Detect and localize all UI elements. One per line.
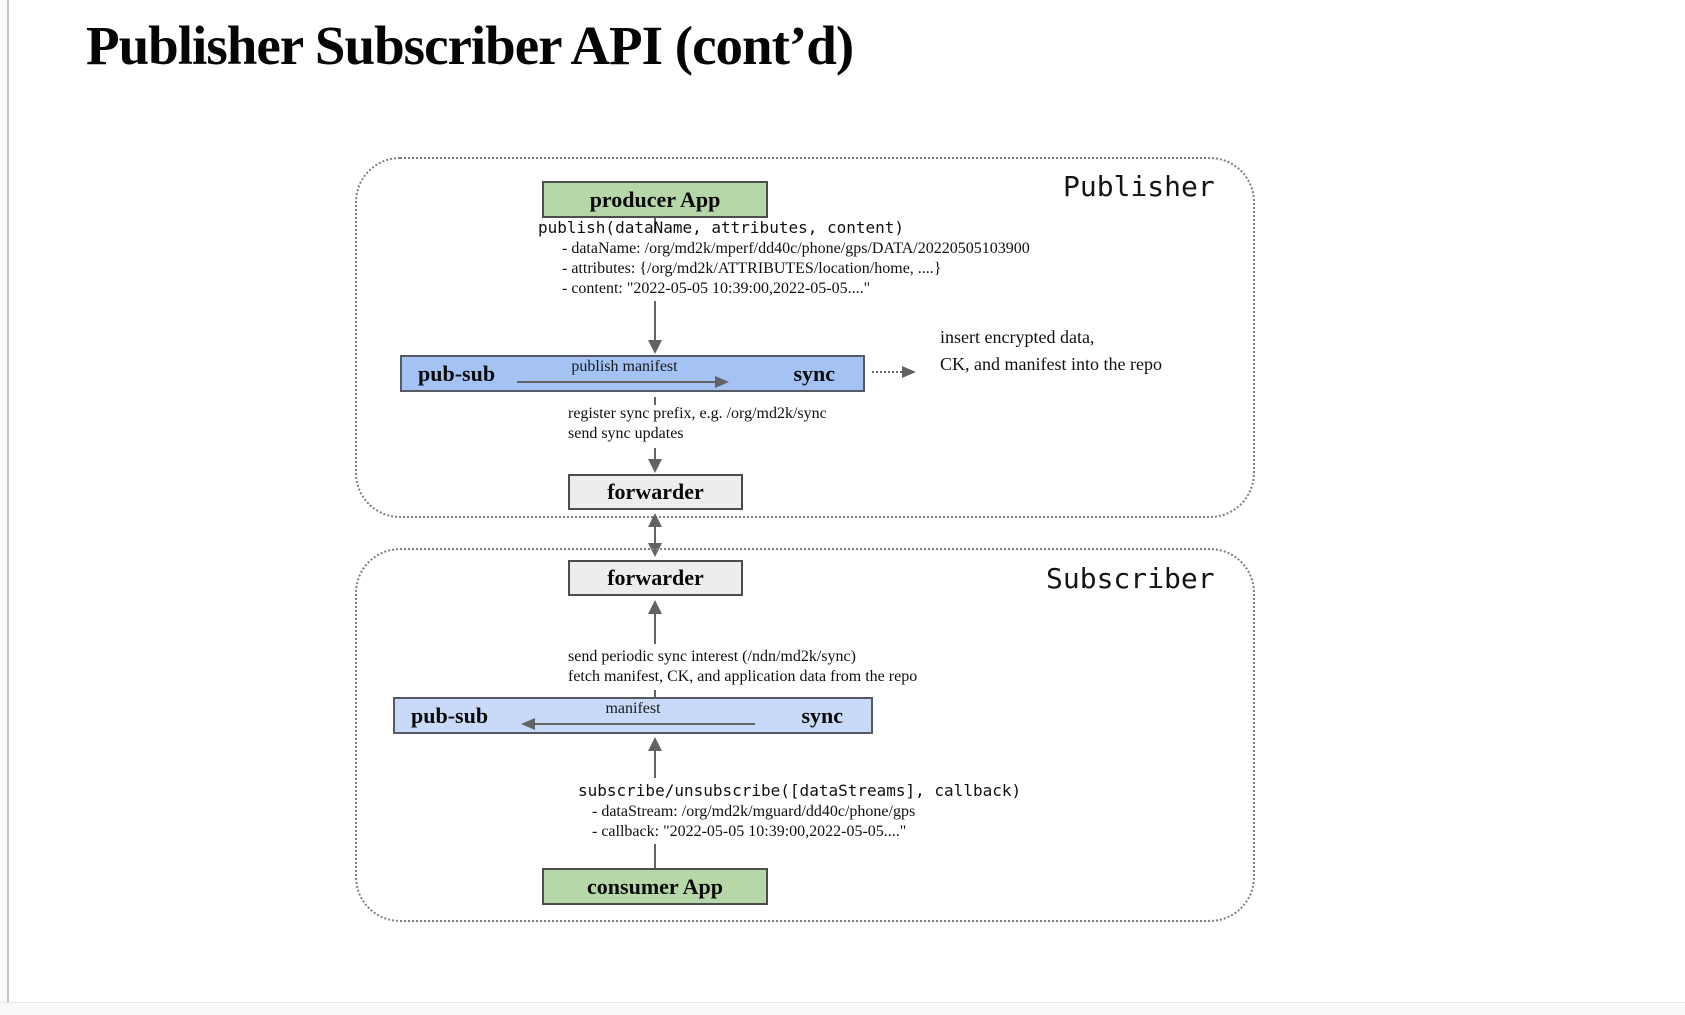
repo-note-line2: CK, and manifest into the repo <box>940 354 1162 374</box>
horizontal-scrollbar-track[interactable] <box>0 1002 1685 1015</box>
arrow-right-icon <box>902 366 916 378</box>
publish-call-text: publish(dataName, attributes, content) <box>538 218 905 237</box>
arrow-up-icon <box>648 600 662 614</box>
manifest-label: manifest <box>605 700 661 717</box>
connector-line <box>654 448 656 460</box>
subscribe-call-text: subscribe/unsubscribe([dataStreams], cal… <box>578 781 1022 800</box>
producer-app-node: producer App <box>542 181 768 218</box>
publisher-group-label: Publisher <box>1063 170 1215 203</box>
connector-line <box>654 397 656 405</box>
subscribe-arg-datastream: - dataStream: /org/md2k/mguard/dd40c/pho… <box>592 803 916 820</box>
arrow-left-icon <box>521 718 535 730</box>
consumer-app-node: consumer App <box>542 868 768 905</box>
connector-line <box>654 690 656 697</box>
arrow-down-icon <box>648 459 662 473</box>
connector-line <box>654 301 656 341</box>
arrow-down-icon <box>648 543 662 557</box>
page-title: Publisher Subscriber API (cont’d) <box>86 15 854 76</box>
publisher-group-box <box>355 157 1255 518</box>
sync-label: sync <box>801 703 843 728</box>
dotted-connector <box>872 371 902 373</box>
repo-note-line1: insert encrypted data, <box>940 327 1095 347</box>
pubsub-label: pub-sub <box>411 703 489 728</box>
publish-manifest-label: publish manifest <box>571 358 678 375</box>
page-left-border <box>7 0 9 1002</box>
connector-line <box>654 750 656 778</box>
subscriber-group-box <box>355 548 1255 922</box>
publish-arg-dataname: - dataName: /org/md2k/mperf/dd40c/phone/… <box>562 240 1030 257</box>
publish-arg-content: - content: "2022-05-05 10:39:00,2022-05-… <box>562 280 871 297</box>
sync-interest-text: send periodic sync interest (/ndn/md2k/s… <box>568 648 856 665</box>
send-sync-updates-text: send sync updates <box>568 425 684 442</box>
sync-label: sync <box>793 361 835 386</box>
publisher-forwarder-node: forwarder <box>568 474 743 510</box>
arrow-down-icon <box>648 340 662 354</box>
subscribe-arg-callback: - callback: "2022-05-05 10:39:00,2022-05… <box>592 823 907 840</box>
fetch-manifest-text: fetch manifest, CK, and application data… <box>568 668 918 685</box>
subscriber-forwarder-node: forwarder <box>568 560 743 596</box>
connector-line <box>654 525 656 545</box>
connector-line <box>654 613 656 644</box>
arrow-up-icon <box>648 737 662 751</box>
connector-line <box>535 723 755 725</box>
publish-arg-attributes: - attributes: {/org/md2k/ATTRIBUTES/loca… <box>562 260 942 277</box>
register-sync-text: register sync prefix, e.g. /org/md2k/syn… <box>568 405 827 422</box>
arrow-right-icon <box>715 376 729 388</box>
connector-line <box>654 218 656 233</box>
connector-line <box>654 844 656 868</box>
connector-line <box>517 381 717 383</box>
publisher-pubsub-sync-bar: pub-sub sync publish manifest <box>400 355 865 392</box>
subscriber-pubsub-sync-bar: pub-sub sync manifest <box>393 697 873 734</box>
subscriber-group-label: Subscriber <box>1046 562 1215 595</box>
arrow-up-icon <box>648 513 662 527</box>
pubsub-label: pub-sub <box>418 361 496 386</box>
page-left-margin <box>0 0 7 1002</box>
